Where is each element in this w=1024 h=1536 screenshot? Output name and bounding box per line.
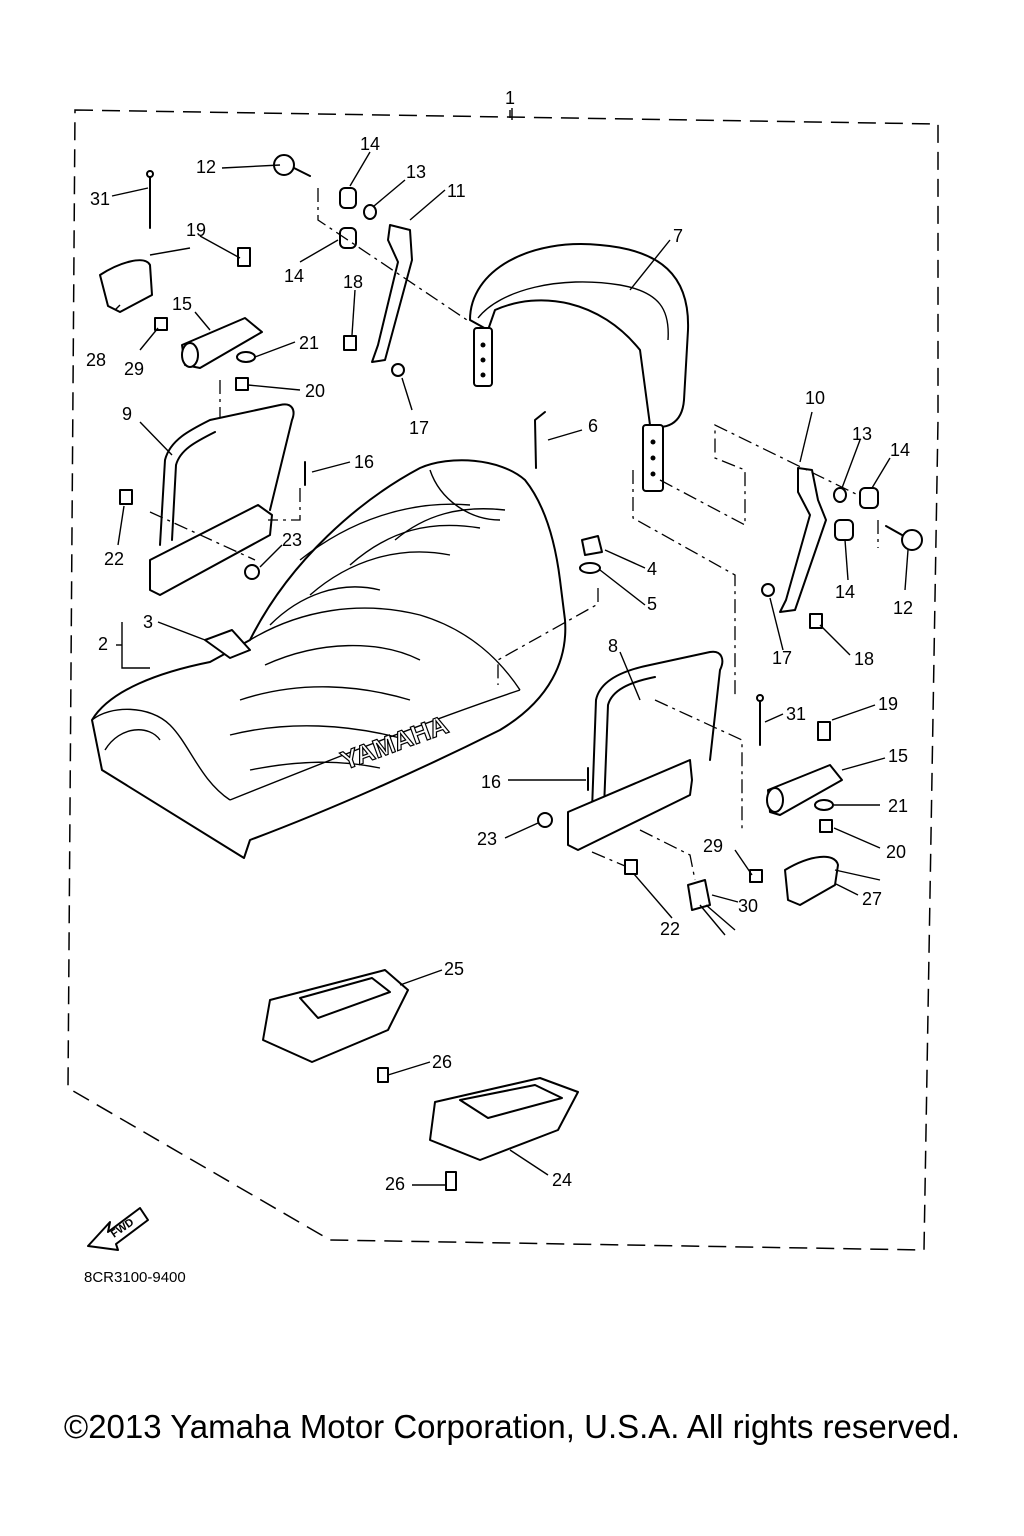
grab-handle-left <box>149 403 295 596</box>
label-17-left: 17 <box>409 418 429 438</box>
label-18-right: 18 <box>854 649 874 669</box>
label-14-right-top: 14 <box>890 440 910 460</box>
label-13-right: 13 <box>852 424 872 444</box>
stay-left <box>371 224 413 363</box>
label-14-right-bottom: 14 <box>835 582 855 602</box>
copyright-notice: ©2013 Yamaha Motor Corporation, U.S.A. A… <box>63 1408 961 1445</box>
label-16-right: 16 <box>481 772 501 792</box>
seat-cover-tab <box>204 629 251 659</box>
label-23-left: 23 <box>282 530 302 550</box>
label-11: 11 <box>447 181 466 201</box>
kit-boundary <box>67 109 939 1251</box>
label-19-right: 19 <box>878 694 898 714</box>
switch <box>687 879 711 911</box>
knob-right <box>885 525 923 551</box>
label-6: 6 <box>588 416 598 436</box>
label-31-right: 31 <box>786 704 806 724</box>
label-22-right: 22 <box>660 919 680 939</box>
bushings <box>339 187 879 597</box>
label-21-left: 21 <box>299 333 319 353</box>
label-23-right: 23 <box>477 829 497 849</box>
small-fasteners <box>119 170 834 883</box>
label-28: 28 <box>86 350 106 370</box>
drawing-code: 8CR3100-9400 <box>84 1269 186 1286</box>
label-15-right: 15 <box>888 746 908 766</box>
label-14-left: 14 <box>284 266 304 286</box>
label-10: 10 <box>805 388 825 408</box>
lock-cylinder-right <box>766 764 843 816</box>
label-20-right: 20 <box>886 842 906 862</box>
label-1: 1 <box>505 88 515 108</box>
label-26-top: 26 <box>432 1052 452 1072</box>
label-20-left: 20 <box>305 381 325 401</box>
label-15-left: 15 <box>172 294 192 314</box>
label-26-bottom: 26 <box>385 1174 405 1194</box>
label-29-right: 29 <box>703 836 723 856</box>
holder-left <box>99 259 153 313</box>
label-27: 27 <box>862 889 882 909</box>
leader-lines <box>111 108 909 1186</box>
label-5: 5 <box>647 594 657 614</box>
footrest-box-25 <box>262 969 409 1063</box>
label-30: 30 <box>738 896 758 916</box>
label-12-right: 12 <box>893 598 913 618</box>
lock-cylinder-left <box>181 317 263 369</box>
holder-right <box>784 855 839 906</box>
label-18-left: 18 <box>343 272 363 292</box>
label-25: 25 <box>444 959 464 979</box>
label-2: 2 <box>98 634 108 654</box>
label-16-left: 16 <box>354 452 374 472</box>
backrest-cushion <box>469 243 690 492</box>
label-19-left: 19 <box>186 220 206 240</box>
footrest-box-24 <box>429 1077 579 1161</box>
label-24: 24 <box>552 1170 572 1190</box>
label-9: 9 <box>122 404 132 424</box>
label-14-top: 14 <box>360 134 380 154</box>
label-3: 3 <box>143 612 153 632</box>
label-29-left: 29 <box>124 359 144 379</box>
label-17-right: 17 <box>772 648 792 668</box>
label-4: 4 <box>647 559 657 579</box>
label-31-left: 31 <box>90 189 110 209</box>
part-labels: 1 2 3 4 5 6 7 8 9 10 11 12 12 13 13 14 1… <box>86 88 913 1194</box>
label-8: 8 <box>608 636 618 656</box>
seat: YAMAHA <box>91 459 567 859</box>
stay-right <box>779 467 827 613</box>
connector-lines <box>149 188 879 881</box>
grab-handle-right <box>567 650 724 851</box>
label-21-right: 21 <box>888 796 908 816</box>
fwd-arrow-icon: FWD <box>87 1207 149 1251</box>
label-7: 7 <box>673 226 683 246</box>
label-22-left: 22 <box>104 549 124 569</box>
label-12-left: 12 <box>196 157 216 177</box>
label-13-left: 13 <box>406 162 426 182</box>
